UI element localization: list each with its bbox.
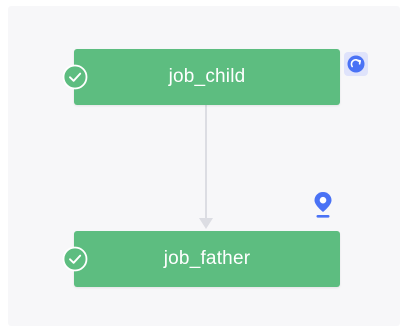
refresh-badge[interactable] — [344, 52, 368, 76]
edge-child-to-father — [205, 105, 207, 225]
node-job-father[interactable]: job_father — [62, 231, 340, 287]
edge-arrowhead — [199, 218, 213, 229]
node-job-child[interactable]: job_child — [62, 49, 340, 105]
check-circle-icon — [62, 246, 88, 272]
refresh-icon — [347, 55, 365, 73]
check-circle-icon — [62, 64, 88, 90]
location-pin-icon — [314, 192, 332, 218]
node-label: job_child — [168, 66, 246, 87]
node-label: job_father — [163, 248, 251, 269]
